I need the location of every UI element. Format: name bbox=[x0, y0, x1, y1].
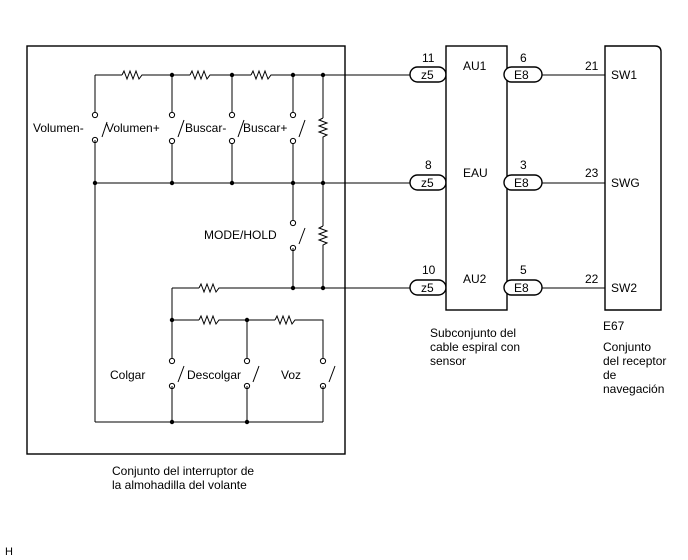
switch-voz-contact-top bbox=[319, 357, 327, 365]
switch-colgar-contact-bottom bbox=[168, 382, 176, 390]
switch-col293-contact-bottom bbox=[289, 137, 297, 145]
receiver-caption-line3: de bbox=[603, 368, 617, 382]
switch-voz-contact-bottom bbox=[319, 382, 327, 390]
switch-colgar-contact-top bbox=[168, 357, 176, 365]
label-mode-hold: MODE/HOLD bbox=[204, 228, 277, 242]
switch-modehold-lever bbox=[298, 227, 306, 245]
label-volumen-plus: Volumen+ bbox=[106, 121, 160, 135]
label-voz: Voz bbox=[281, 368, 301, 382]
receiver-terminal-23: 23 bbox=[585, 166, 599, 180]
switch-col293-lever bbox=[298, 119, 306, 138]
spiral-cable-caption-line3: sensor bbox=[430, 354, 466, 368]
spiral-pin-au2: AU2 bbox=[463, 272, 487, 286]
connector-z5-pin-2: 8 bbox=[425, 158, 432, 172]
connector-e8-name-2: E8 bbox=[514, 176, 529, 190]
connector-z5-name-3: z5 bbox=[421, 281, 434, 295]
label-buscar-minus: Buscar- bbox=[185, 121, 226, 135]
resistor-au2 bbox=[198, 282, 221, 294]
switch-volumen-contact-bottom bbox=[91, 136, 99, 144]
switch-buscar-minus-contact-bottom bbox=[168, 137, 176, 145]
resistor-top-1 bbox=[121, 69, 144, 81]
connector-e8-name-1: E8 bbox=[514, 68, 529, 82]
connector-z5-name-2: z5 bbox=[421, 176, 434, 190]
label-colgar: Colgar bbox=[110, 368, 145, 382]
connector-z5: z5 z5 z5 11 8 10 bbox=[409, 51, 447, 296]
switch-buscar-plus-lever bbox=[237, 119, 245, 138]
switch-buscar-minus-lever bbox=[177, 119, 185, 138]
switch-buscar-minus-contact-top bbox=[168, 111, 176, 119]
label-volumen-minus: Volumen- bbox=[33, 121, 84, 135]
resistor-lower-2 bbox=[274, 314, 297, 326]
connector-e8: E8 E8 E8 6 3 5 bbox=[503, 51, 543, 296]
switch-assembly-caption-line2: la almohadilla del volante bbox=[112, 478, 247, 492]
switch-buscar-plus-contact-top bbox=[228, 111, 236, 119]
receiver-terminal-22: 22 bbox=[585, 272, 599, 286]
switch-volumen-lever bbox=[101, 121, 108, 138]
switch-descolgar-contact-top bbox=[243, 357, 251, 365]
receiver-code: E67 bbox=[603, 319, 625, 333]
connector-e8-name-3: E8 bbox=[514, 281, 529, 295]
resistor-vertical-upper bbox=[317, 117, 329, 140]
label-buscar-plus: Buscar+ bbox=[243, 121, 287, 135]
switch-descolgar-lever bbox=[252, 365, 260, 383]
spiral-cable-box bbox=[445, 45, 508, 311]
corner-mark: H bbox=[5, 546, 13, 558]
receiver-caption-line4: navegación bbox=[603, 382, 664, 396]
receiver-terminal-sw2: SW2 bbox=[611, 281, 637, 295]
navigation-receiver-box bbox=[604, 45, 662, 311]
switch-assembly: Volumen- Volumen+ Buscar- Buscar+ MODE/H… bbox=[26, 45, 410, 492]
switch-volumen-contact-top bbox=[91, 111, 99, 119]
spiral-cable: AU1 EAU AU2 Subconjunto del cable espira… bbox=[430, 45, 520, 368]
spiral-cable-caption-line1: Subconjunto del bbox=[430, 326, 516, 340]
connector-z5-pin-1: 11 bbox=[422, 51, 435, 65]
receiver-terminal-sw1: SW1 bbox=[611, 68, 637, 82]
spiral-pin-au1: AU1 bbox=[463, 59, 487, 73]
connector-z5-pin-3: 10 bbox=[422, 263, 436, 277]
resistor-lower-1 bbox=[198, 314, 221, 326]
navigation-receiver: 21 23 22 SW1 SWG SW2 E67 Conjunto del re… bbox=[585, 45, 666, 396]
switch-voz-lever bbox=[328, 365, 336, 383]
switch-modehold-contact-top bbox=[289, 219, 297, 227]
receiver-terminal-swg: SWG bbox=[611, 176, 640, 190]
connector-e8-pin-3: 5 bbox=[520, 263, 527, 277]
resistor-top-2 bbox=[189, 69, 212, 81]
junction-dots bbox=[92, 72, 326, 425]
spiral-cable-caption-line2: cable espiral con bbox=[430, 340, 520, 354]
resistor-top-3 bbox=[250, 69, 273, 81]
receiver-terminal-21: 21 bbox=[585, 59, 599, 73]
switch-assembly-box bbox=[26, 45, 346, 455]
switch-assembly-caption-line1: Conjunto del interruptor de bbox=[112, 464, 254, 478]
connector-e8-pin-2: 3 bbox=[520, 158, 527, 172]
spiral-pin-eau: EAU bbox=[463, 166, 488, 180]
switch-descolgar-contact-bottom bbox=[243, 382, 251, 390]
switch-buscar-plus-contact-bottom bbox=[228, 137, 236, 145]
connector-e8-pin-1: 6 bbox=[520, 51, 527, 65]
receiver-caption-line1: Conjunto bbox=[603, 340, 651, 354]
connector-z5-name-1: z5 bbox=[421, 68, 434, 82]
resistor-vertical-lower bbox=[317, 225, 329, 248]
switch-colgar-lever bbox=[177, 365, 185, 383]
switch-col293-contact-top bbox=[289, 111, 297, 119]
receiver-caption-line2: del receptor bbox=[603, 354, 666, 368]
switch-modehold-contact-bottom bbox=[289, 244, 297, 252]
label-descolgar: Descolgar bbox=[187, 368, 241, 382]
